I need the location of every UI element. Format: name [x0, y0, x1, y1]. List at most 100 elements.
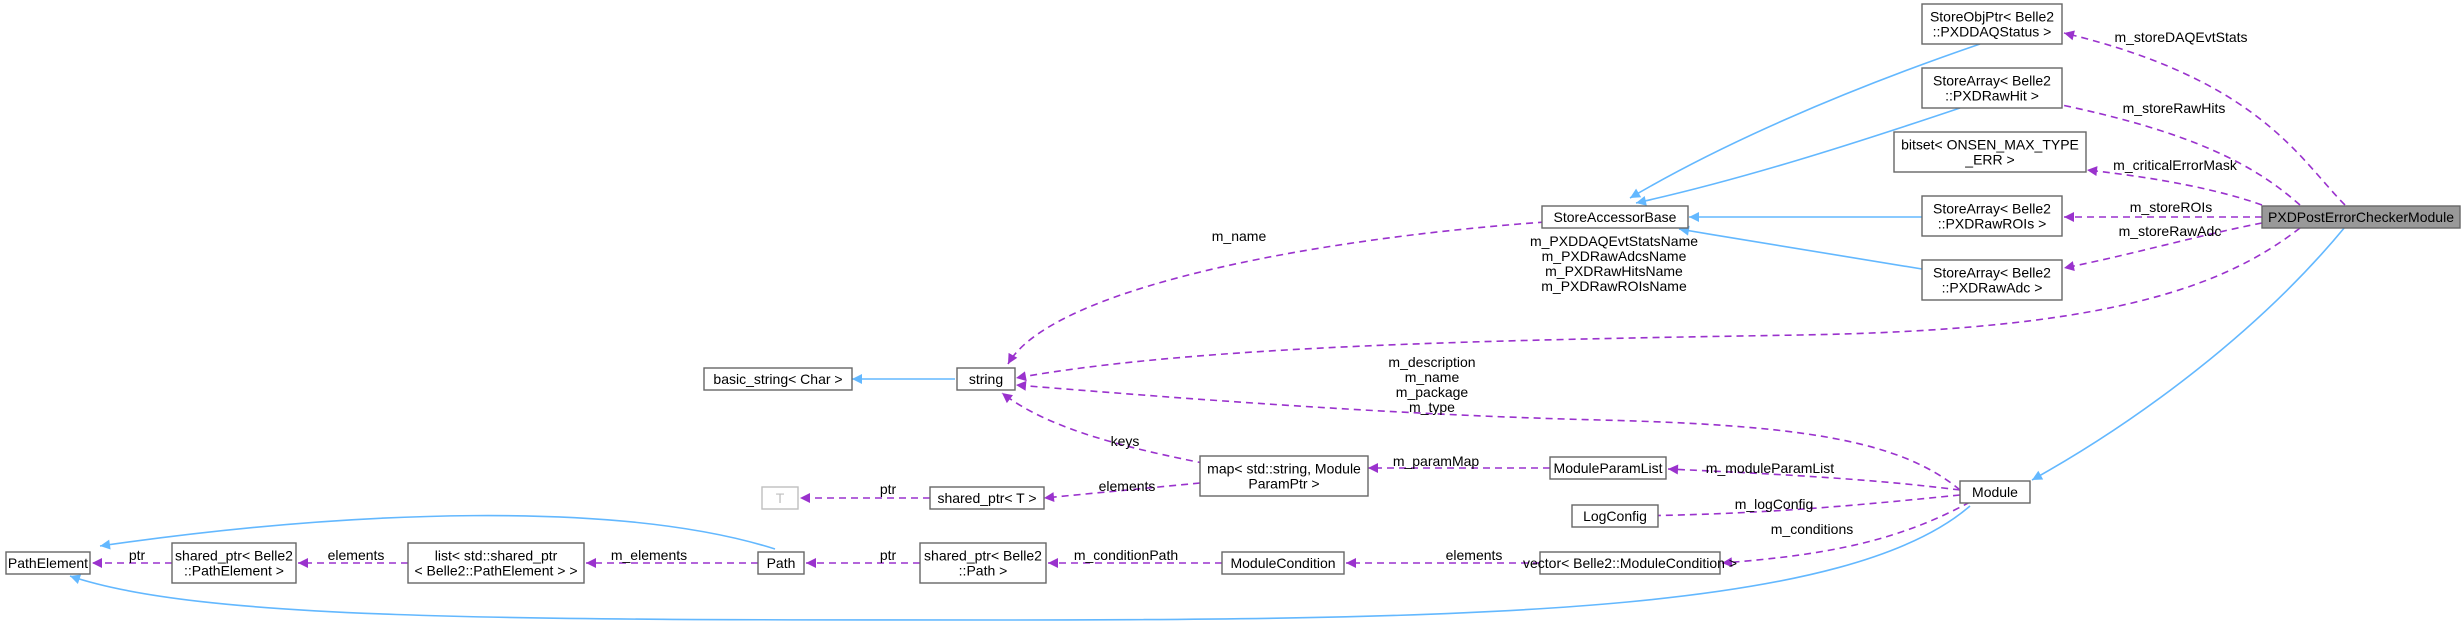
node-label: ::PathElement >: [184, 563, 284, 579]
node-box: [1549, 456, 1667, 480]
node-label: shared_ptr< Belle2: [175, 548, 293, 564]
node-shared-ptr-path[interactable]: shared_ptr< Belle2::Path >: [919, 542, 1047, 584]
node-storearray-pxdrawhit[interactable]: StoreArray< Belle2::PXDRawHit >: [1921, 67, 2063, 109]
edge-label-m-elements: m_elements: [611, 547, 687, 563]
edge-label-text: m_conditionPath: [1074, 547, 1178, 563]
node-path[interactable]: Path: [757, 551, 805, 575]
node-label: list< std::shared_ptr: [435, 548, 558, 564]
node-box: [761, 486, 799, 510]
usage-edge-m-name: [1007, 221, 1546, 365]
edge-label-m-storerois: m_storeROIs: [2130, 199, 2212, 215]
node-box: [1221, 551, 1345, 575]
node-box: [1541, 205, 1689, 229]
node-label: _ERR >: [1964, 152, 2014, 168]
node-label: PathElement: [8, 555, 88, 571]
node-label: ::PXDRawHit >: [1945, 88, 2039, 104]
edge-label-text: m_PXDDAQEvtStatsName: [1530, 233, 1698, 249]
node-box: [1893, 131, 2087, 173]
node-label: bitset< ONSEN_MAX_TYPE: [1901, 137, 2079, 153]
edge-label-ptr-t: ptr: [880, 481, 897, 497]
edge-label-text: m_PXDRawROIsName: [1541, 278, 1687, 294]
edge-label-m-parammap: m_paramMap: [1393, 453, 1480, 469]
usage-edge-string-names: [1015, 227, 2301, 382]
edge-label-m-storerawadc: m_storeRawAdc: [2119, 223, 2222, 239]
node-label: ::PXDRawAdc >: [1942, 280, 2043, 296]
edge-label-text: m_conditions: [1771, 521, 1854, 537]
node-basic-string-char[interactable]: basic_string< Char >: [703, 367, 853, 391]
edge-label-m-moduleparamlist: m_moduleParamList: [1706, 460, 1834, 476]
inheritance-edge-rawhit-to-storeaccessorbase: [1635, 107, 1961, 206]
node-storeaccessorbase[interactable]: StoreAccessorBase: [1541, 205, 1689, 229]
usage-edge-m-conditions: [1721, 501, 1971, 568]
node-box: [1959, 480, 2031, 504]
edge-label-m-conditionpath: m_conditionPath: [1074, 547, 1178, 563]
edge-label-m-name: m_name: [1212, 228, 1267, 244]
edge-label-elements-map: elements: [1099, 478, 1156, 494]
node-modulecondition[interactable]: ModuleCondition: [1221, 551, 1345, 575]
node-shared-ptr-t[interactable]: shared_ptr< T >: [929, 486, 1045, 510]
node-label: < Belle2::PathElement > >: [414, 563, 577, 579]
inheritance-edge-storeobjptr-to-storeaccessorbase: [1629, 43, 1981, 199]
edge-label-text: elements: [1099, 478, 1156, 494]
node-logconfig[interactable]: LogConfig: [1571, 504, 1659, 528]
edge-label-text: m_elements: [611, 547, 687, 563]
node-storeobjptr-pxddaqstatus[interactable]: StoreObjPtr< Belle2::PXDDAQStatus >: [1921, 3, 2063, 45]
node-label: ::Path >: [959, 563, 1008, 579]
edge-label-text: ptr: [129, 547, 146, 563]
node-storearray-pxdrawrois[interactable]: StoreArray< Belle2::PXDRawROIs >: [1921, 195, 2063, 237]
node-label: shared_ptr< T >: [937, 490, 1036, 506]
node-label: StoreAccessorBase: [1554, 209, 1677, 225]
edge-label-m-storerawhits: m_storeRawHits: [2123, 100, 2226, 116]
node-box: [171, 542, 297, 584]
node-moduleparamlist[interactable]: ModuleParamList: [1549, 456, 1667, 480]
inheritance-edge-module-to-pathelement: [69, 505, 1971, 621]
edge-label-keys: keys: [1111, 433, 1140, 449]
node-label: shared_ptr< Belle2: [924, 548, 1042, 564]
node-label: StoreArray< Belle2: [1933, 73, 2051, 89]
node-box: [407, 542, 585, 584]
edge-label-ptr-pe: ptr: [129, 547, 146, 563]
node-string[interactable]: string: [956, 367, 1016, 391]
node-box: [757, 551, 805, 575]
edge-label-text: m_PXDRawAdcsName: [1542, 248, 1687, 264]
node-label: ::PXDRawROIs >: [1938, 216, 2047, 232]
usage-edge-m-storerawhits: [2025, 94, 2301, 206]
node-pathelement[interactable]: PathElement: [5, 551, 91, 575]
edge-label-text: m_moduleParamList: [1706, 460, 1834, 476]
usage-edge-elements-map: [1043, 482, 1201, 503]
usage-edge-m-moduleparamlist: [1667, 464, 1961, 491]
edge-label-text: ptr: [880, 547, 897, 563]
node-label: string: [969, 371, 1003, 387]
node-label: StoreObjPtr< Belle2: [1930, 9, 2054, 25]
node-vector-modulecondition[interactable]: vector< Belle2::ModuleCondition >: [1523, 551, 1737, 575]
node-bitset-onsen-max-type-err[interactable]: bitset< ONSEN_MAX_TYPE_ERR >: [1893, 131, 2087, 173]
node-box: [929, 486, 1045, 510]
edge-label-text: m_name: [1212, 228, 1267, 244]
node-pxdposterrorcheckermodule[interactable]: PXDPostErrorCheckerModule: [2261, 205, 2461, 229]
node-box: [1571, 504, 1659, 528]
node-module[interactable]: Module: [1959, 480, 2031, 504]
node-shared-ptr-pathelement[interactable]: shared_ptr< Belle2::PathElement >: [171, 542, 297, 584]
edge-label-text: m_logConfig: [1735, 496, 1814, 512]
node-box: [703, 367, 853, 391]
edge-label-text: m_storeRawHits: [2123, 100, 2226, 116]
edge-label-m-conditions: m_conditions: [1771, 521, 1854, 537]
node-label: ModuleCondition: [1230, 555, 1335, 571]
edge-label-text: elements: [328, 547, 385, 563]
edge-label-text: m_paramMap: [1393, 453, 1480, 469]
edge-label-text: m_package: [1396, 384, 1469, 400]
usage-edge-m-storedaqevtstats: [2063, 30, 2346, 206]
edge-label-text: m_PXDRawHitsName: [1545, 263, 1683, 279]
node-storearray-pxdrawadc[interactable]: StoreArray< Belle2::PXDRawAdc >: [1921, 259, 2063, 301]
node-template-t[interactable]: T: [761, 486, 799, 510]
edge-label-text: ptr: [880, 481, 897, 497]
edge-label-text: m_type: [1409, 399, 1455, 415]
node-box: [1921, 3, 2063, 45]
edge-label-text: m_description: [1388, 354, 1475, 370]
edge-label-text: m_storeROIs: [2130, 199, 2212, 215]
usage-edge-module-strings: [1015, 380, 1961, 491]
node-box: [1921, 67, 2063, 109]
node-list-shared-ptr-pathelement[interactable]: list< std::shared_ptr< Belle2::PathEleme…: [407, 542, 585, 584]
